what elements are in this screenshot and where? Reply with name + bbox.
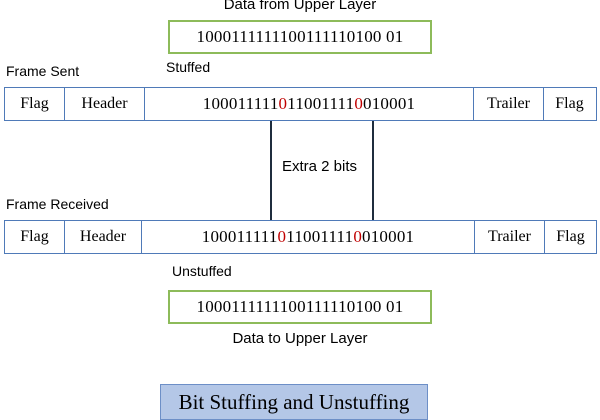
received-data-part1: 100011111 bbox=[201, 227, 278, 246]
diagram-title: Bit Stuffing and Unstuffing bbox=[160, 384, 428, 420]
extra-bits-label: Extra 2 bits bbox=[282, 158, 358, 175]
sent-flag-left: Flag bbox=[5, 88, 65, 120]
connector-line-left bbox=[270, 121, 272, 220]
received-trailer: Trailer bbox=[475, 221, 545, 253]
unstuffed-label: Unstuffed bbox=[172, 263, 232, 279]
sent-flag-right: Flag bbox=[555, 95, 584, 112]
sent-data-part2: 11001111 bbox=[287, 94, 355, 113]
received-stuffed-bit-2: 0 bbox=[353, 227, 363, 246]
stuffed-label: Stuffed bbox=[166, 59, 211, 75]
bottom-data-box: 1000111111100111110100 01 bbox=[168, 290, 432, 324]
top-data-bits: 1000111111100111110100 01 bbox=[196, 27, 404, 46]
received-data-part2: 11001111 bbox=[286, 227, 354, 246]
frame-received-label: Frame Received bbox=[6, 196, 109, 212]
connector-line-right bbox=[372, 121, 374, 220]
sent-trailer: Trailer bbox=[474, 88, 544, 120]
sent-data-part1: 100011111 bbox=[202, 94, 279, 113]
sent-header: Header bbox=[65, 88, 145, 120]
received-data-part3: 010001 bbox=[362, 227, 415, 246]
frame-sent-label: Frame Sent bbox=[6, 63, 80, 79]
received-flag-right: Flag bbox=[556, 228, 585, 245]
received-flag-left: Flag bbox=[5, 221, 65, 253]
sent-stuffed-bit-1: 0 bbox=[278, 94, 288, 113]
bottom-label: Data to Upper Layer bbox=[232, 330, 368, 347]
top-label: Data from Upper Layer bbox=[223, 0, 377, 13]
sent-stuffed-bit-2: 0 bbox=[354, 94, 364, 113]
received-header: Header bbox=[65, 221, 142, 253]
sent-data-part3: 010001 bbox=[363, 94, 416, 113]
diagram-title-text: Bit Stuffing and Unstuffing bbox=[178, 389, 410, 414]
top-data-box: 1000111111100111110100 01 bbox=[168, 20, 432, 54]
bottom-data-bits: 1000111111100111110100 01 bbox=[196, 297, 404, 316]
received-stuffed-bit-1: 0 bbox=[277, 227, 287, 246]
